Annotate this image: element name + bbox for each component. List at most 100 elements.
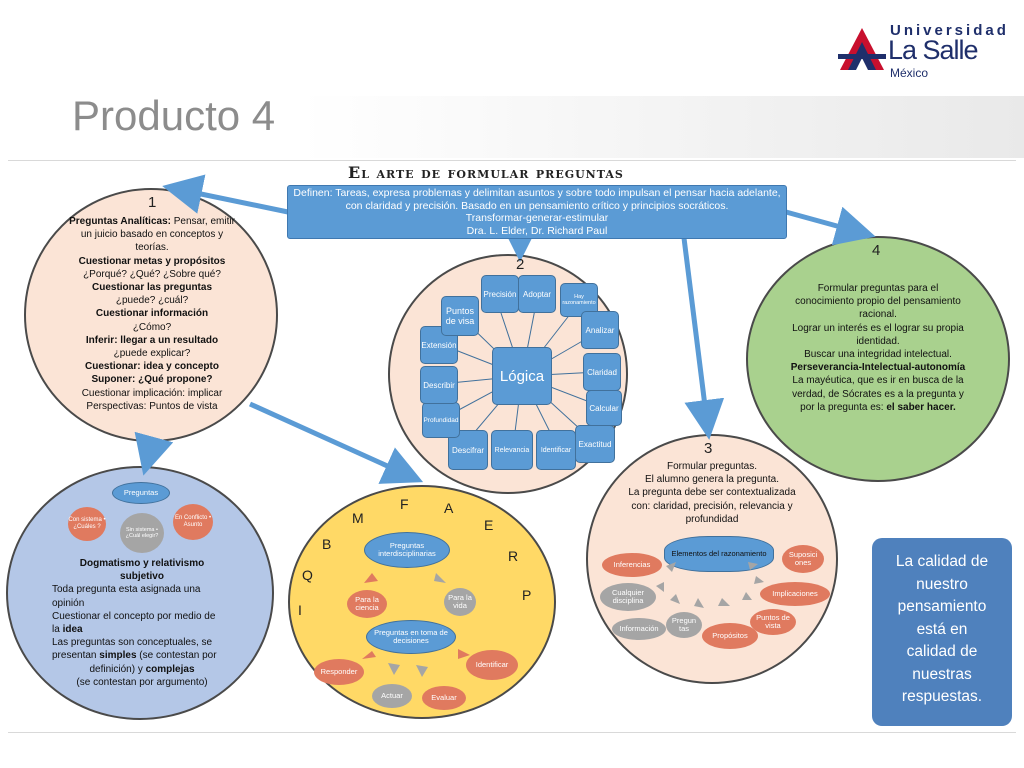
node-en-conflicto: En Conflicto • Asunto xyxy=(173,504,213,540)
letter-i: I xyxy=(298,602,302,618)
c4-l10-bold: el saber hacer. xyxy=(886,401,956,413)
circle-3-number: 3 xyxy=(704,440,713,457)
definition-line-1: Definen: Tareas, expresa problemas y del… xyxy=(293,187,781,199)
node-identificar: Identificar xyxy=(536,430,576,470)
c5-l3: Toda pregunta esta asignada una xyxy=(52,584,201,596)
c5-l8-a: presentan xyxy=(52,650,100,662)
node-para-ciencia: Para la ciencia xyxy=(347,590,387,618)
node-preguntas-5: Preguntas xyxy=(112,482,170,504)
callout-line-4: está en xyxy=(916,620,968,638)
c4-l2: conocimiento propio del pensamiento xyxy=(795,296,961,308)
node-suposiciones: Suposici ones xyxy=(782,545,824,573)
definition-line-3: Transformar-generar-estimular xyxy=(465,212,609,224)
la-salle-logo-icon xyxy=(838,28,886,70)
c5-l8-bold: simples xyxy=(99,650,137,662)
c4-l1: Formular preguntas para el xyxy=(817,283,939,294)
node-relevancia: Relevancia xyxy=(491,430,533,470)
node-para-vida: Para la vida xyxy=(444,588,476,616)
node-profundidad: Profundidad xyxy=(422,402,460,438)
c4-l5: identidad. xyxy=(856,335,900,347)
callout-line-7: respuestas. xyxy=(901,688,983,705)
circle-1-number: 1 xyxy=(148,194,157,211)
c1-l8: Cuestionar información xyxy=(95,308,209,320)
c1-l4: Cuestionar metas y propósitos xyxy=(78,255,226,267)
node-describir: Describir xyxy=(420,366,458,404)
c3-l5: profundidad xyxy=(685,513,739,525)
node-evaluar: Evaluar xyxy=(422,686,466,710)
c4-l6: Buscar una integridad intelectual. xyxy=(804,349,952,361)
c1-l11: ¿puede explicar? xyxy=(113,348,191,360)
c5-l5: Cuestionar el concepto por medio de xyxy=(52,610,216,622)
c1-l13: Suponer: ¿Qué propone? xyxy=(91,374,213,386)
letter-b: B xyxy=(322,536,332,552)
c5-l7: Las preguntas son conceptuales, se xyxy=(52,637,213,649)
node-cualquier-disciplina: Cualquier disciplina xyxy=(600,583,656,611)
node-elementos-razonamiento: Elementos del razonamiento xyxy=(664,536,774,572)
node-implicaciones: Implicaciones xyxy=(760,582,830,606)
callout-line-6: nuestras xyxy=(912,665,972,683)
reasoning-arrows xyxy=(656,562,764,608)
c5-l6-rest: la xyxy=(52,624,63,636)
interdisciplinary-arrows xyxy=(362,573,470,677)
definition-line-2: con claridad y precisión. Basado en un p… xyxy=(345,199,729,212)
c5-l6-bold: idea xyxy=(62,624,83,636)
node-informacion: Información xyxy=(612,618,666,640)
c4-l9: verdad, de Sócrates es a la pregunta y xyxy=(792,388,964,400)
c5-l10: (se contestan por argumento) xyxy=(76,676,208,688)
node-claridad: Claridad xyxy=(583,353,621,391)
logic-center: Lógica xyxy=(492,347,552,405)
c5-l8-b: (se contestan por xyxy=(136,650,217,662)
c1-l10: Inferir: llegar a un resultado xyxy=(85,334,219,346)
node-responder: Responder xyxy=(314,659,364,685)
callout-line-1: La calidad de xyxy=(895,553,989,570)
c5-l9-bold: complejas xyxy=(145,663,195,675)
c1-l5: ¿Porqué? ¿Qué? ¿Sobre qué? xyxy=(83,268,221,280)
circle-3-text: Formular preguntas. El alumno genera la … xyxy=(610,460,814,526)
definition-line-4: Dra. L. Elder, Dr. Richard Paul xyxy=(466,224,608,237)
c1-l6: Cuestionar las preguntas xyxy=(91,282,213,294)
circle-5 xyxy=(6,466,274,720)
c1-l2: un juicio basado en conceptos y xyxy=(80,229,224,241)
node-con-sistema: Con sistema • ¿Cuáles ? xyxy=(68,507,106,541)
node-puntos-vista-3: Puntos de vista xyxy=(750,609,796,635)
c1-l1-rest: Pensar, emitir xyxy=(170,216,235,227)
c1-l14: Cuestionar implicación: implicar xyxy=(81,387,223,399)
node-hay-razonamiento: Hay razonamiento xyxy=(560,283,598,317)
node-actuar: Actuar xyxy=(372,684,412,708)
c3-l2: El alumno genera la pregunta. xyxy=(645,474,779,486)
c3-l1: Formular preguntas. xyxy=(666,461,758,472)
c1-l7: ¿puede? ¿cuál? xyxy=(115,295,189,307)
node-identificar-6: Identificar xyxy=(466,650,518,680)
circle-1-text: Preguntas Analíticas: Pensar, emitir un … xyxy=(40,215,264,413)
definition-box: Definen: Tareas, expresa problemas y del… xyxy=(287,185,787,239)
letter-a: A xyxy=(444,500,454,516)
node-inferencias: Inferencias xyxy=(602,553,662,577)
c5-l9-a: definición) y xyxy=(89,663,146,675)
top-divider xyxy=(8,160,1016,161)
c4-l7: Perseverancia-Intelectual-autonomía xyxy=(790,362,966,374)
letter-p: P xyxy=(522,587,532,603)
slide-title: Producto 4 xyxy=(72,92,276,139)
circle-4-text: Formular preguntas para el conocimiento … xyxy=(770,282,986,414)
letter-r: R xyxy=(508,548,519,564)
quality-callout: La calidad de nuestro pensamiento está e… xyxy=(872,538,1012,726)
c4-l10-rest: por la pregunta es: xyxy=(800,401,887,413)
c1-l3: teorías. xyxy=(135,242,169,254)
circle-4-number: 4 xyxy=(872,242,881,259)
callout-line-5: calidad de xyxy=(906,643,978,660)
node-analizar: Analizar xyxy=(581,311,619,349)
title-band xyxy=(300,96,1024,158)
circle-2-number: 2 xyxy=(516,256,525,273)
letter-e: E xyxy=(484,517,494,533)
c5-l4: opinión xyxy=(52,597,85,609)
c1-l15: Perspectivas: Puntos de vista xyxy=(86,400,218,412)
logo-lasalle: La Salle xyxy=(888,35,979,65)
node-exactitud: Exactitud xyxy=(575,425,615,463)
c3-l3: La pregunta debe ser contextualizada xyxy=(628,487,796,499)
letter-f: F xyxy=(400,496,409,512)
node-precision: Precisión xyxy=(481,275,519,313)
callout-line-3: pensamiento xyxy=(897,598,987,615)
node-interdisciplinarias: Preguntas interdisciplinarias xyxy=(364,532,450,568)
logo-mexico: México xyxy=(890,66,929,80)
